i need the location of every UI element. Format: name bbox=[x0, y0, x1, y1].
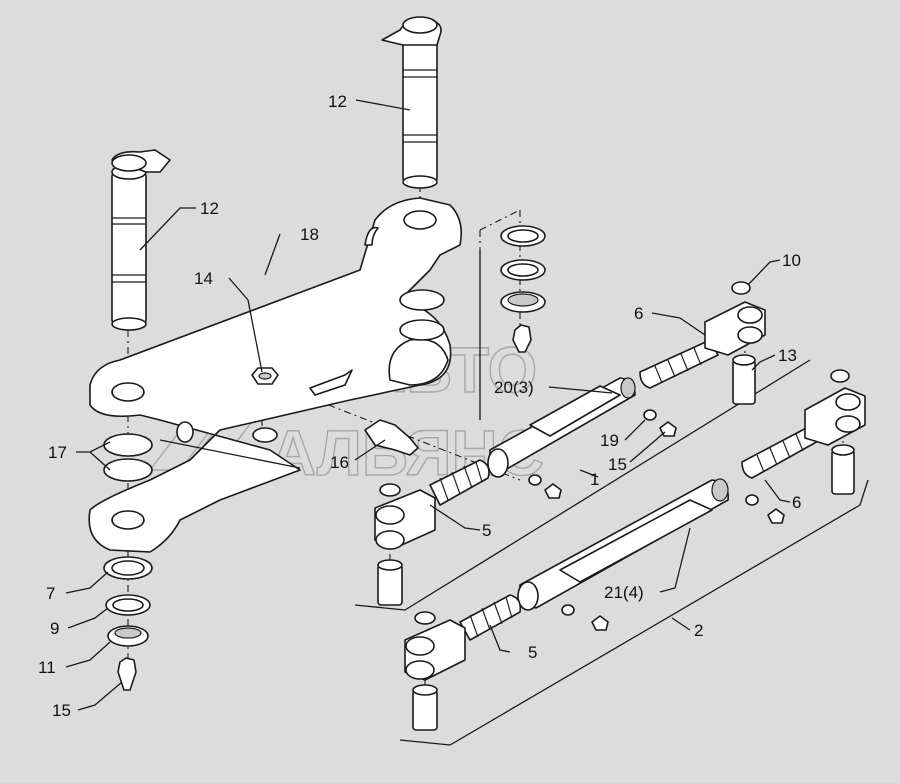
tube-20 bbox=[487, 377, 636, 478]
label-20-3: 20(3) bbox=[494, 378, 534, 397]
assembly-outline bbox=[354, 250, 869, 746]
label-6-upper: 6 bbox=[634, 304, 643, 323]
label-19: 19 bbox=[600, 431, 619, 450]
label-12a: 12 bbox=[328, 92, 347, 111]
label-1: 1 bbox=[590, 470, 599, 489]
label-16: 16 bbox=[330, 453, 349, 472]
leader-lines bbox=[65, 99, 791, 711]
label-18: 18 bbox=[300, 225, 319, 244]
label-7: 7 bbox=[46, 584, 55, 603]
label-17: 17 bbox=[48, 443, 67, 462]
washer-9 bbox=[105, 594, 151, 616]
clevis-6-lower bbox=[741, 369, 866, 495]
label-15-right: 15 bbox=[608, 455, 627, 474]
clevis-5-lower bbox=[404, 594, 522, 731]
pin-12-left bbox=[111, 149, 171, 331]
washer-11 bbox=[107, 625, 149, 647]
tube-21 bbox=[517, 478, 729, 611]
label-12b: 12 bbox=[200, 199, 219, 218]
rings-17 bbox=[103, 289, 445, 482]
label-14: 14 bbox=[194, 269, 213, 288]
label-13: 13 bbox=[778, 346, 797, 365]
part-labels: 12 12 18 14 17 16 7 9 11 15 10 6 13 20(3… bbox=[38, 92, 801, 720]
clevis-6-upper bbox=[639, 281, 766, 405]
label-11: 11 bbox=[38, 658, 56, 677]
label-5-lower: 5 bbox=[528, 643, 537, 662]
washer-19 bbox=[528, 409, 759, 616]
label-6-lower: 6 bbox=[792, 493, 801, 512]
label-9: 9 bbox=[50, 619, 59, 638]
label-21-4: 21(4) bbox=[604, 583, 644, 602]
pin-12-right bbox=[381, 16, 442, 189]
washers-top bbox=[500, 225, 546, 353]
label-5-upper: 5 bbox=[482, 521, 491, 540]
nut-14 bbox=[251, 367, 279, 385]
label-2: 2 bbox=[694, 621, 703, 640]
washer-7 bbox=[103, 556, 153, 580]
clevis-5-upper bbox=[374, 459, 490, 606]
grease-nipple-15-left bbox=[117, 657, 137, 691]
label-15-left: 15 bbox=[52, 701, 71, 720]
latch-16 bbox=[309, 369, 419, 456]
label-10: 10 bbox=[782, 251, 801, 270]
